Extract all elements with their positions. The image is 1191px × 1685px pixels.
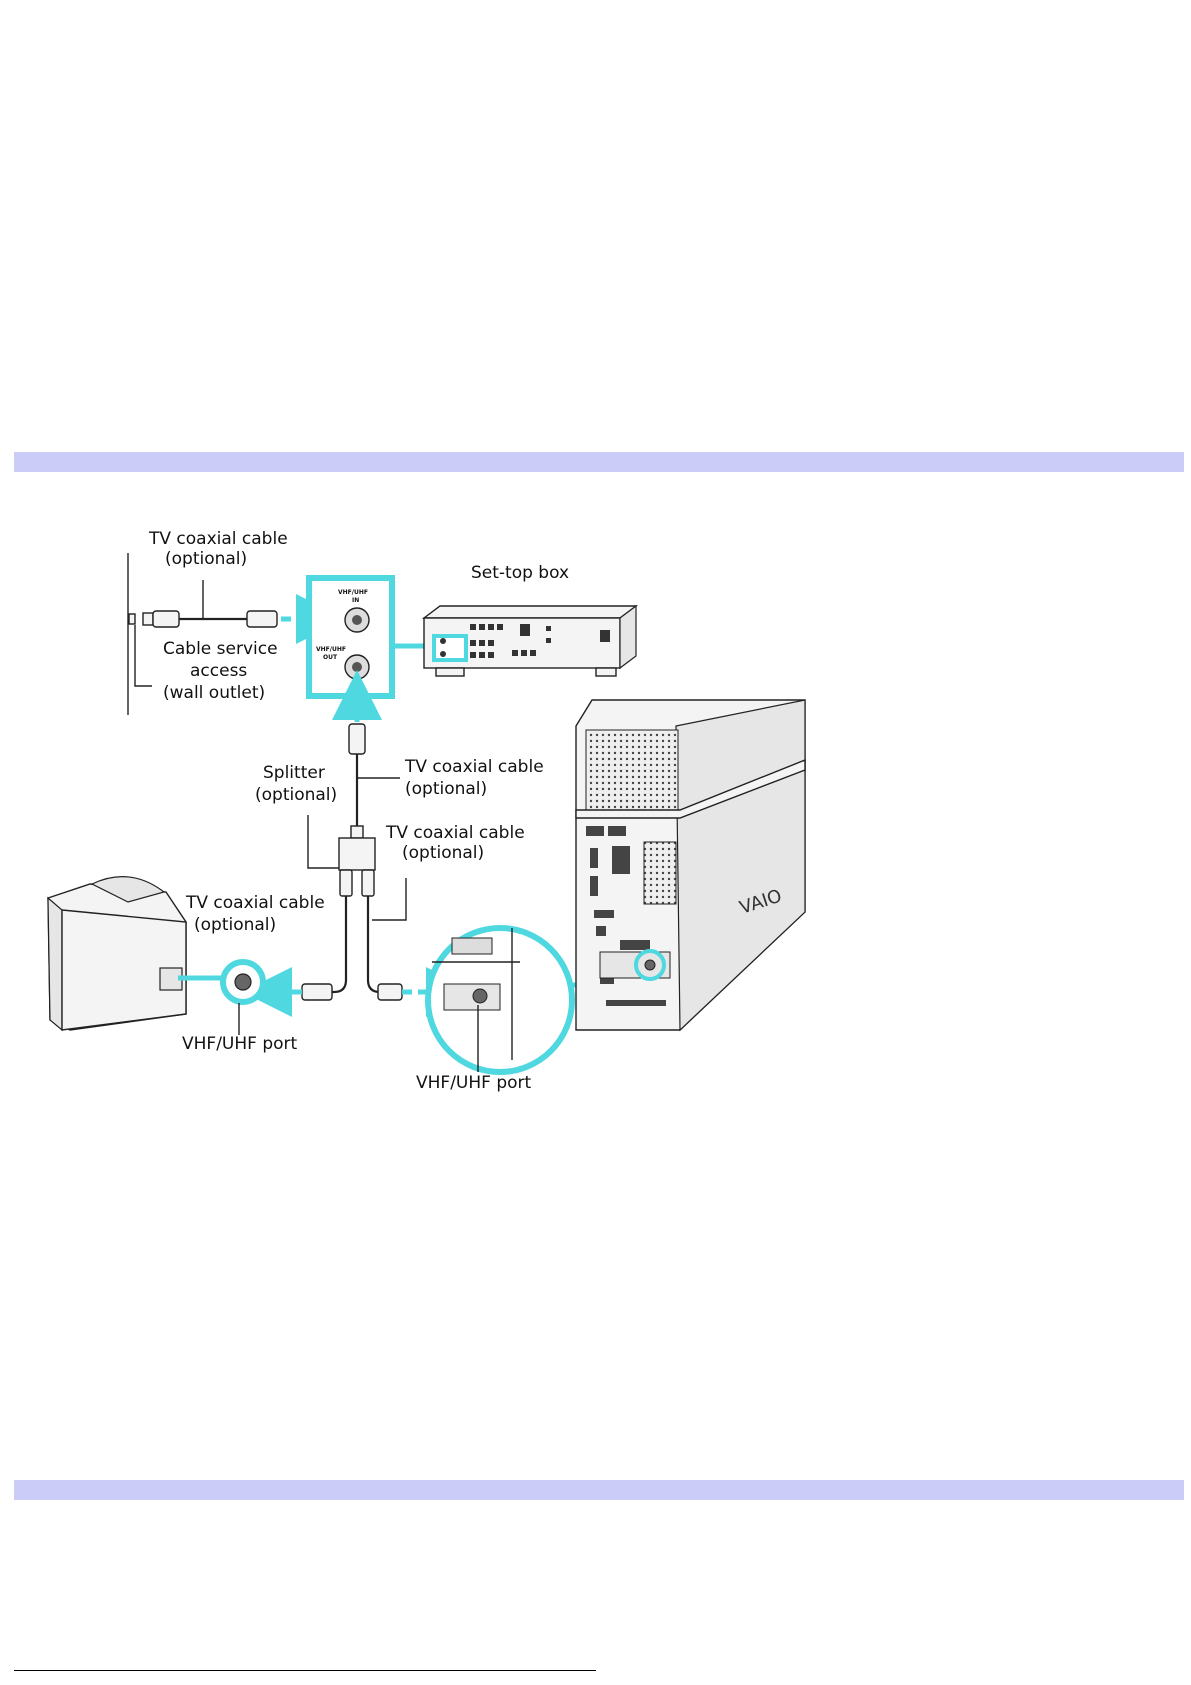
settop-box-label: Set-top box (471, 563, 569, 583)
settop-in-label-2: IN (352, 597, 359, 604)
cable-service-label-2: access (190, 661, 247, 681)
tv-coax-cable-1-label-2: (optional) (165, 549, 247, 569)
splitter-label-1: Splitter (263, 763, 325, 783)
coax-cable-wall (143, 580, 326, 627)
tv-port-label: VHF/UHF port (182, 1034, 298, 1054)
cable-service-label-1: Cable service (163, 639, 278, 659)
pc-port-label: VHF/UHF port (416, 1073, 532, 1093)
tv-coax-cable-4-label-2: (optional) (194, 915, 276, 935)
section-band-bottom (14, 1480, 1184, 1500)
tv-coax-cable-2-label-2: (optional) (405, 779, 487, 799)
settop-out-label-1: VHF/UHF (316, 646, 346, 653)
footer-rule (14, 1670, 596, 1671)
splitter-label-2: (optional) (255, 785, 337, 805)
tv-coax-cable-2-label-1: TV coaxial cable (404, 757, 544, 777)
cable-service-label-3: (wall outlet) (163, 683, 265, 703)
coax-cable-settop-splitter (349, 690, 400, 838)
tv-coax-cable-3-label-2: (optional) (402, 843, 484, 863)
desktop-tower-icon: VAIO (576, 700, 805, 1030)
set-top-box-icon (424, 606, 636, 676)
wall-outlet-icon (128, 553, 152, 715)
settop-in-label-1: VHF/UHF (338, 589, 368, 596)
tv-coax-cable-3-label-1: TV coaxial cable (385, 823, 525, 843)
tv-coax-cable-1-label-1: TV coaxial cable (148, 529, 288, 549)
settop-out-label-2: OUT (323, 654, 338, 661)
set-top-port-callout: VHF/UHF IN VHF/UHF OUT (309, 578, 432, 696)
tv-coax-cable-4-label-1: TV coaxial cable (185, 893, 325, 913)
